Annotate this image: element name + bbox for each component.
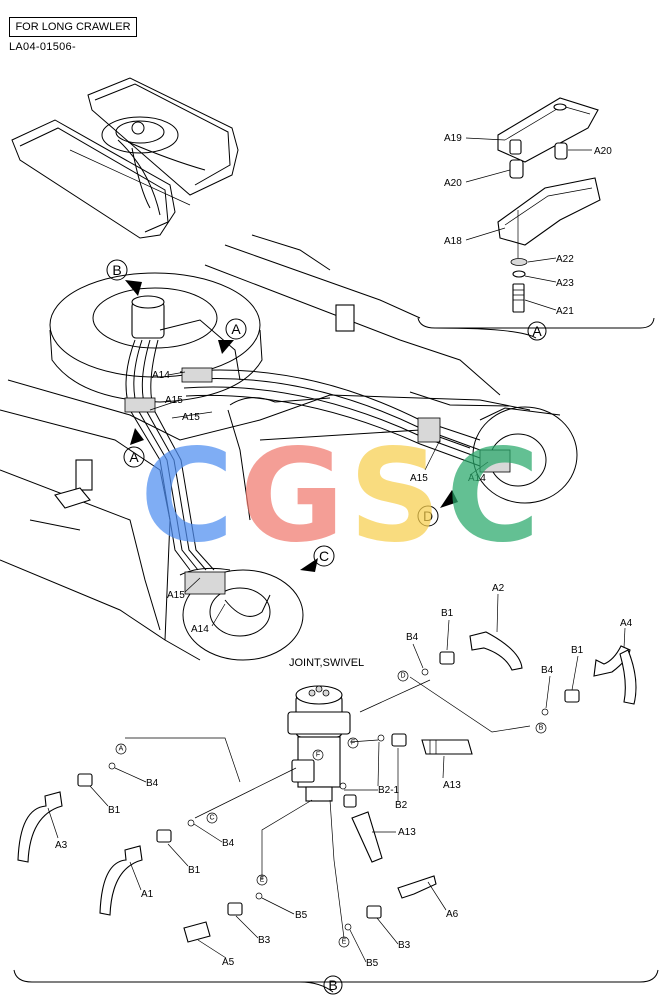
label-a15-mid: A15 — [182, 412, 200, 423]
label-b2: B2 — [395, 800, 408, 811]
port-b-marker — [535, 722, 547, 734]
label-b4-top: B4 — [406, 632, 419, 643]
port-f-marker-lower — [312, 749, 324, 761]
label-b1-lower: B1 — [188, 865, 201, 876]
label-b3-right: B3 — [398, 940, 411, 951]
watermark-letter-2: G — [239, 422, 344, 571]
label-a14-right: A14 — [468, 473, 486, 484]
watermark-letter-1: C — [140, 422, 234, 571]
label-b4-left: B4 — [146, 778, 159, 789]
port-f-marker-lower-text: F — [316, 752, 320, 759]
callout-c: C — [319, 548, 329, 564]
arrow-d-icon — [440, 490, 458, 508]
label-a2: A2 — [492, 583, 505, 594]
label-b1-left: B1 — [108, 805, 121, 816]
label-b2-1: B2-1 — [378, 785, 400, 796]
callout-a-circle-top — [225, 318, 247, 340]
detail-b-swivel-joint: A D B C F F E E — [13, 593, 659, 993]
label-a3: A3 — [55, 840, 68, 851]
undercarriage-overview — [11, 77, 239, 239]
callout-b-detail: B — [328, 977, 337, 993]
callout-a-circle-left — [123, 446, 145, 468]
label-a20-right: A20 — [594, 146, 612, 157]
o-ring-b2-1-upper — [377, 734, 385, 742]
label-a14-top: A14 — [152, 370, 170, 381]
label-a23: A23 — [556, 278, 574, 289]
section-label: FOR LONG CRAWLER — [15, 21, 131, 33]
port-c-marker-text: C — [209, 815, 214, 822]
port-f-marker-upper — [347, 737, 359, 749]
label-a14-bottom: A14 — [191, 624, 209, 635]
detail-a-bracket-assembly — [417, 97, 655, 339]
callout-d-circle — [417, 505, 439, 527]
label-a20-left: A20 — [444, 178, 462, 189]
label-b5-right: B5 — [366, 958, 379, 969]
detail-b-title: JOINT,SWIVEL — [289, 657, 364, 669]
callout-a-top: A — [231, 321, 241, 337]
o-ring-b4-left — [108, 762, 116, 770]
o-ring-b2-1-lower — [339, 782, 347, 790]
port-c-marker — [206, 812, 218, 824]
callout-b-circle-detail — [323, 975, 343, 995]
label-a15-top: A15 — [165, 395, 183, 406]
port-f-marker-upper-text: F — [351, 740, 355, 747]
watermark-letter-4: C — [446, 422, 540, 571]
label-b5-left: B5 — [295, 910, 308, 921]
label-a22: A22 — [556, 254, 574, 265]
port-d-marker — [397, 670, 409, 682]
label-a19: A19 — [444, 133, 462, 144]
label-b3-left: B3 — [258, 935, 271, 946]
callout-a-circle-detail — [527, 321, 547, 341]
o-ring-b5-right — [344, 923, 352, 931]
o-ring-b4-top — [421, 668, 429, 676]
label-b4-right: B4 — [541, 665, 554, 676]
label-a4: A4 — [620, 618, 633, 629]
label-a21: A21 — [556, 306, 574, 317]
callout-a-detail: A — [532, 323, 542, 339]
label-b1-top: B1 — [441, 608, 454, 619]
cgsc-watermark: C G S C — [140, 422, 540, 571]
port-a-marker — [115, 743, 127, 755]
port-b-marker-text: B — [539, 725, 544, 732]
label-a5: A5 — [222, 957, 235, 968]
callout-a-left: A — [129, 449, 139, 465]
label-a15-bottom: A15 — [167, 590, 185, 601]
label-b1-right: B1 — [571, 645, 584, 656]
label-a15-right: A15 — [410, 473, 428, 484]
port-d-marker-text: D — [400, 673, 405, 680]
arrow-c-icon — [300, 558, 318, 572]
label-b4-lower: B4 — [222, 838, 235, 849]
arrow-a-left-icon — [130, 428, 144, 445]
port-e-marker-left — [256, 874, 268, 886]
o-ring-b5-left — [255, 892, 263, 900]
port-e-marker-right — [338, 936, 350, 948]
callout-c-circle — [313, 545, 335, 567]
label-a1: A1 — [141, 889, 154, 900]
callout-b-main: B — [112, 262, 121, 278]
port-e-marker-right-text: E — [342, 939, 347, 946]
callout-b-circle-main — [106, 259, 128, 281]
main-undercarriage-view — [0, 234, 578, 661]
section-label-box: FOR LONG CRAWLER — [9, 17, 137, 37]
arrow-a-top-icon — [218, 340, 234, 354]
arrow-b-icon — [125, 280, 142, 296]
watermark-letter-3: S — [349, 422, 441, 571]
label-a6: A6 — [446, 909, 459, 920]
o-ring-b4-lower — [187, 819, 195, 827]
callout-d: D — [423, 508, 433, 524]
document-code: LA04-01506- — [9, 41, 76, 53]
port-a-marker-text: A — [119, 746, 124, 753]
label-a13-upper: A13 — [443, 780, 461, 791]
label-a18: A18 — [444, 236, 462, 247]
label-a13-lower: A13 — [398, 827, 416, 838]
o-ring-b4-right — [541, 708, 549, 716]
port-e-marker-left-text: E — [260, 877, 265, 884]
